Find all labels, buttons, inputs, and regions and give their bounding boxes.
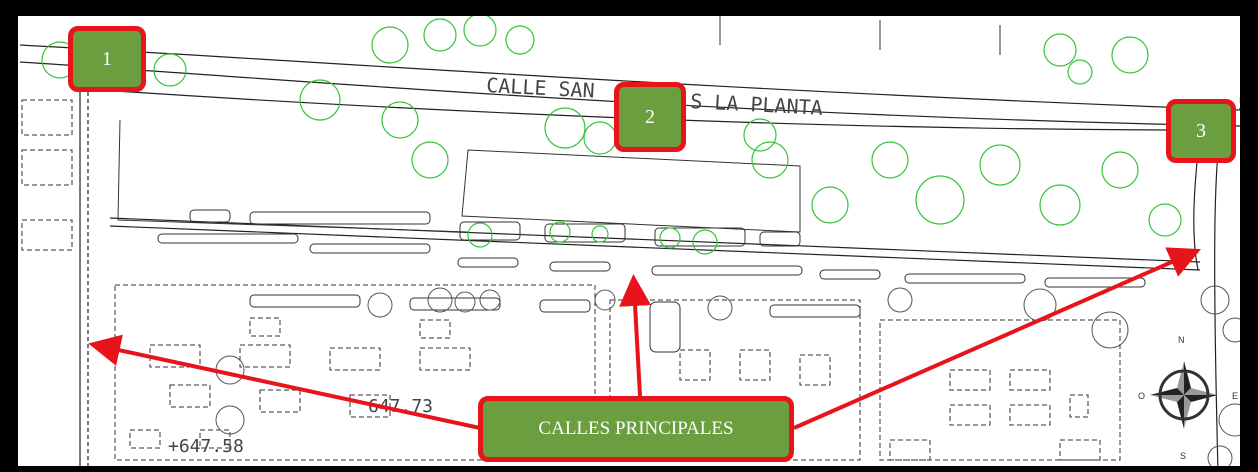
building-footprints xyxy=(117,15,1001,233)
elevation-label-2: +647.58 xyxy=(168,436,244,457)
callout-label: CALLES PRINCIPALES xyxy=(538,418,734,439)
arrow-to-street-3 xyxy=(793,247,1201,430)
compass-n-label: N xyxy=(1178,335,1185,345)
street-name-label: CALLE SAN xyxy=(486,73,595,103)
compass-e-label: E xyxy=(1232,391,1238,401)
street-name-label-3: 5 xyxy=(1238,94,1249,115)
compass-rose-icon: N O S E xyxy=(1138,335,1238,461)
marker-label: 3 xyxy=(1196,119,1206,142)
parcels xyxy=(21,99,1121,461)
elevation-label-1: 647.73 xyxy=(368,396,433,417)
street-name-label-2: S LA PLANTA xyxy=(690,89,824,120)
marker-badge-3: 3 xyxy=(1166,99,1236,163)
callout-arrows xyxy=(88,247,1201,430)
marker-label: 2 xyxy=(645,105,655,128)
compass-o-label: O xyxy=(1138,391,1145,401)
arrow-to-street-2 xyxy=(619,274,652,397)
parking-islands xyxy=(157,209,1146,353)
callout-box: CALLES PRINCIPALES xyxy=(478,396,794,462)
marker-badge-1: 1 xyxy=(68,26,146,92)
marker-badge-2: 2 xyxy=(614,82,686,152)
trees xyxy=(41,13,1182,255)
arrow-to-street-1 xyxy=(88,334,481,430)
trees-grey xyxy=(215,285,1252,471)
street-lines xyxy=(19,44,1241,472)
compass-s-label: S xyxy=(1180,451,1186,461)
marker-label: 1 xyxy=(102,47,112,70)
